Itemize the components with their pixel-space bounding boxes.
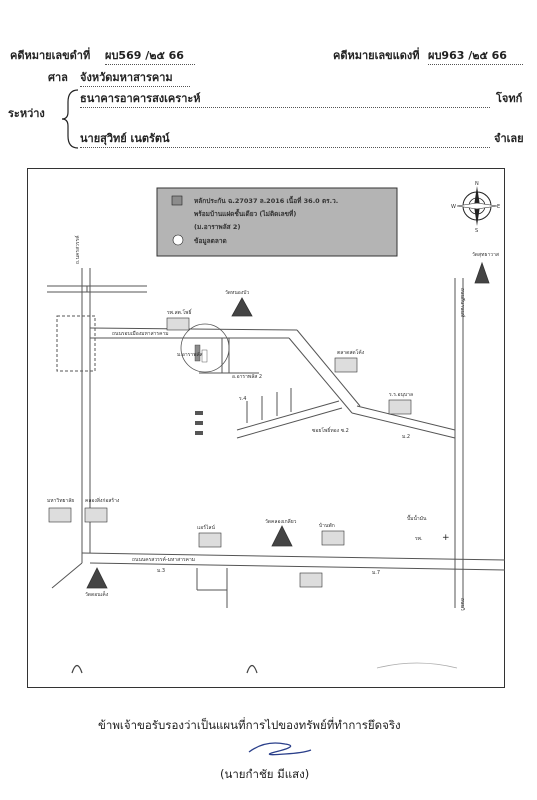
property-circle [180,323,230,373]
road-network [47,268,505,608]
house-icon [195,421,203,425]
soi-label: ซอยโพธิ์ทอง ซ.2 [312,426,349,434]
legend-line4: ข้อมูลตลาด [194,236,227,246]
plaintiff-role: โจทก์ [496,92,523,105]
svg-text:E: E [497,204,500,210]
temple-icon-top [231,297,253,317]
poi-shop3-label: มหาวิทยาลัย [47,497,74,504]
defendant-role: จำเลย [494,132,524,145]
temple-icon-mid [271,525,293,547]
plaintiff-name: ธนาคารอาคารสงเคราะห์ [80,89,490,108]
house-icon [195,411,203,415]
certify-text: ข้าพเจ้าขอรับรองว่าเป็นแผนที่การไปของทรั… [98,718,401,732]
black-case-value: ผบ569 /๒๕ 66 [105,46,195,65]
temple-right-label: วัดสุทธาวาส [472,252,499,258]
road-left-label: ถ.นครสวรรค์ [74,235,81,264]
defendant-name: นายสุวิทย์ เนตรัตน์ [80,129,490,148]
svg-text:S: S [475,228,478,234]
between-label: ระหว่าง [8,107,45,120]
poi-shop2-label: ร.ร.อนุบาล [389,392,413,398]
court-value: จังหวัดมหาสารคาม [80,68,190,87]
poi-plus-label: รพ. [415,536,423,542]
property-marker [194,344,201,362]
poi-box-7 [321,530,345,546]
marker-c-label: ร.4 [239,396,246,402]
road-top-label: ถนนรอบเมืองมหาสารคาม [112,330,169,337]
poi-box-2 [334,357,358,373]
poi-shop1-label: ตลาดสดโค้ง [337,349,365,356]
poi-box-8 [299,572,323,588]
svg-text:N: N [475,181,479,187]
poi-box-3 [388,399,412,415]
code3-label: ม.7 [372,570,380,576]
poi-school-label: รพ.สต.โพธิ์ [167,308,193,316]
poi-box-4 [48,507,72,523]
signature-icon [248,742,312,756]
poi-shop5-label: แอร์ไลน์ [197,524,215,531]
hospital-plus-icon: + [442,533,450,543]
black-case-label: คดีหมายเลขดำที่ [10,49,91,62]
red-case-value: ผบ963 /๒๕ 66 [428,46,523,65]
legend-box: หลักประกัน ฉ.27037 ล.2016 เนื้อที่ 36.0 … [156,187,398,257]
road-right-low-label: ถนนวิ [459,598,466,611]
temple-mid-label: วัดคลองเกลียว [265,518,297,525]
temple-bottom-label: วัดดอนเค็ง [85,590,109,598]
poi-box-1 [166,317,190,331]
road-right-label: ถนนถีนานนท์ [459,288,466,317]
red-case-label: คดีหมายเลขแดงที่ [333,49,420,62]
location-map: หลักประกัน ฉ.27037 ล.2016 เนื้อที่ 36.0 … [27,168,505,688]
compass-icon: N S E W [451,181,500,234]
legend-line3: (ม.อาราพลัส 2) [194,223,240,231]
road-bottom-label: ถนนนครสวรรค์-มหาสารคาม [132,556,195,563]
signer-name: (นายกำชัย มีแสง) [220,767,310,781]
legend-line1: หลักประกัน ฉ.27037 ล.2016 เนื้อที่ 36.0 … [194,195,338,205]
temple-icon-bottom [86,567,108,589]
poi-shop6-label: บ้านพัก [319,522,335,529]
svg-text:W: W [451,204,456,210]
poi-shop4-label: คลองสิ่งก่อสร้าง [85,497,120,504]
marker-a-label: อ.อาราพลัส 2 [232,374,262,380]
court-label: ศาล [48,71,68,84]
poi-box-5 [84,507,108,523]
poi-gas-label: ปั๊มน้ำมัน [407,513,427,522]
brace-icon [61,89,79,149]
legend-line2: พร้อมบ้านแฝดชั้นเดียว (ไม่ติดเลขที่) [194,208,296,218]
temple-icon-right [474,261,490,284]
code2-label: ม.3 [157,568,165,574]
poi-box-6 [198,532,222,548]
code1-label: ม.2 [402,434,410,440]
temple-top-label: วัดหนองบัว [225,290,249,296]
house-icon [195,431,203,435]
marker-b-label: ม.อาราพลัส [177,352,203,358]
